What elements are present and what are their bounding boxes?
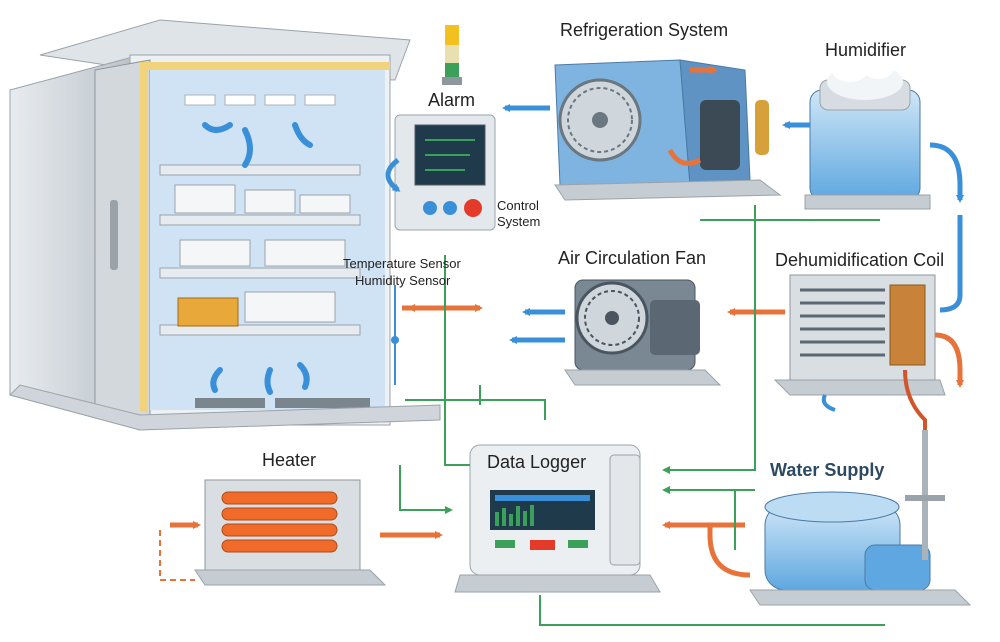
stack-light-icon (442, 25, 462, 85)
dehumidification-coil-label: Dehumidification Coil (775, 250, 945, 270)
sample-container (174, 184, 236, 214)
environmental-chamber (9, 19, 496, 431)
heat-flow-lines (170, 66, 964, 578)
shelf (159, 267, 361, 279)
control-panel (394, 114, 496, 231)
sample-tray (177, 297, 239, 327)
shelf (159, 164, 361, 176)
control-system-label: Control System (497, 198, 541, 229)
fan-icon (558, 78, 642, 162)
sample-container (244, 189, 296, 214)
data-logger-unit (454, 444, 661, 593)
humidity-sensor-label: Humidity Sensor (355, 273, 451, 288)
shelf (159, 214, 361, 226)
air-flow-lines (502, 104, 964, 344)
refrigeration-unit (554, 59, 782, 201)
refrigeration-system-label: Refrigeration System (560, 20, 729, 40)
shelf (159, 324, 361, 336)
air-circulation-fan-unit (564, 279, 722, 386)
sample-container (179, 239, 251, 267)
sensor-icon (391, 285, 399, 385)
sample-container (244, 291, 336, 323)
fan-icon (575, 281, 649, 355)
sample-container (264, 239, 346, 267)
heater-unit (194, 479, 387, 586)
dehumidification-coil-unit (773, 274, 946, 412)
data-logger-label: Data Logger (487, 452, 587, 472)
heater-label: Heater (262, 450, 317, 470)
temperature-sensor-label: Temperature Sensor (343, 256, 461, 271)
humidifier-label: Humidifier (825, 40, 907, 60)
data-lines (399, 205, 885, 626)
water-supply-unit (749, 430, 972, 606)
air-circulation-fan-label: Air Circulation Fan (558, 248, 707, 268)
alarm-label: Alarm (428, 90, 476, 110)
humidifier-unit (804, 57, 931, 210)
water-supply-label: Water Supply (770, 460, 885, 480)
sample-container (299, 194, 351, 214)
